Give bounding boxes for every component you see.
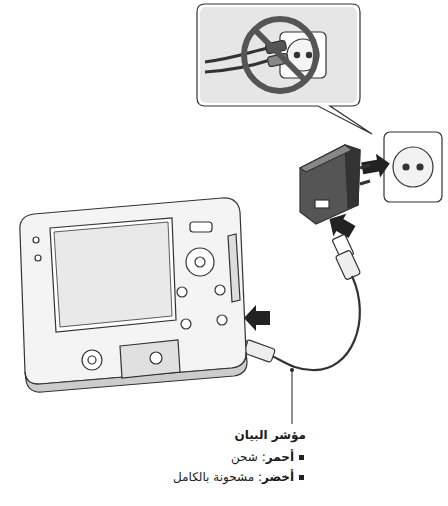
- insert-arrow: [244, 305, 270, 331]
- insert-arrow: [360, 152, 392, 180]
- prohibition-sign: [255, 30, 305, 80]
- wall-outlet: [417, 164, 423, 170]
- ac-adapter: [345, 145, 360, 208]
- digital-camera: [181, 319, 191, 329]
- wall-socket-small: [294, 52, 299, 57]
- digital-camera: [20, 198, 246, 384]
- ac-adapter: [300, 145, 370, 224]
- prohibition-sign: [244, 19, 316, 91]
- av-plug-cable: [205, 48, 268, 62]
- usb-cable: [233, 234, 361, 370]
- usb-cable: [335, 250, 360, 280]
- leader-line: [292, 372, 293, 424]
- insert-arrow: [244, 305, 270, 331]
- digital-camera: [215, 285, 225, 295]
- bullet-markers: [299, 455, 304, 460]
- leader-line: [290, 368, 294, 424]
- digital-camera: [150, 352, 162, 364]
- status-item: أحمر: شحن: [231, 449, 294, 465]
- digital-camera: [54, 222, 172, 327]
- digital-camera: [195, 257, 205, 267]
- ac-adapter: [315, 200, 329, 208]
- wall-outlet: [393, 147, 433, 187]
- usb-cable: [272, 276, 360, 370]
- digital-camera: [120, 340, 180, 378]
- status-item: أخضر: مشحونة بالكامل: [173, 469, 294, 485]
- digital-camera: [228, 234, 240, 302]
- wall-outlet: [384, 132, 442, 202]
- digital-camera: [217, 315, 227, 325]
- indicator-label: مؤشر البيان: [234, 427, 306, 443]
- digital-camera: [177, 287, 187, 297]
- callout-bubble: [197, 4, 372, 134]
- wall-socket-small: [306, 52, 311, 57]
- callout-bubble: [197, 4, 372, 134]
- ac-adapter: [300, 145, 360, 224]
- digital-camera: [50, 218, 176, 332]
- digital-camera: [190, 222, 212, 232]
- av-plug-cable: [205, 60, 270, 72]
- wall-outlet: [384, 132, 442, 202]
- digital-camera: [186, 248, 214, 276]
- digital-camera: [35, 255, 41, 261]
- bullet-markers: [299, 455, 304, 480]
- ac-adapter: [360, 181, 370, 184]
- wall-outlet: [403, 164, 409, 170]
- ac-adapter: [360, 165, 370, 168]
- digital-camera: [20, 198, 247, 392]
- digital-camera: [33, 237, 39, 243]
- prohibition-sign: [244, 19, 316, 91]
- callout-bubble: [200, 7, 357, 103]
- ac-adapter: [300, 145, 352, 172]
- leader-line: [290, 368, 294, 372]
- digital-camera: [82, 350, 102, 370]
- bullet-markers: [299, 475, 304, 480]
- insert-arrow: [360, 152, 392, 180]
- digital-camera: [88, 356, 96, 364]
